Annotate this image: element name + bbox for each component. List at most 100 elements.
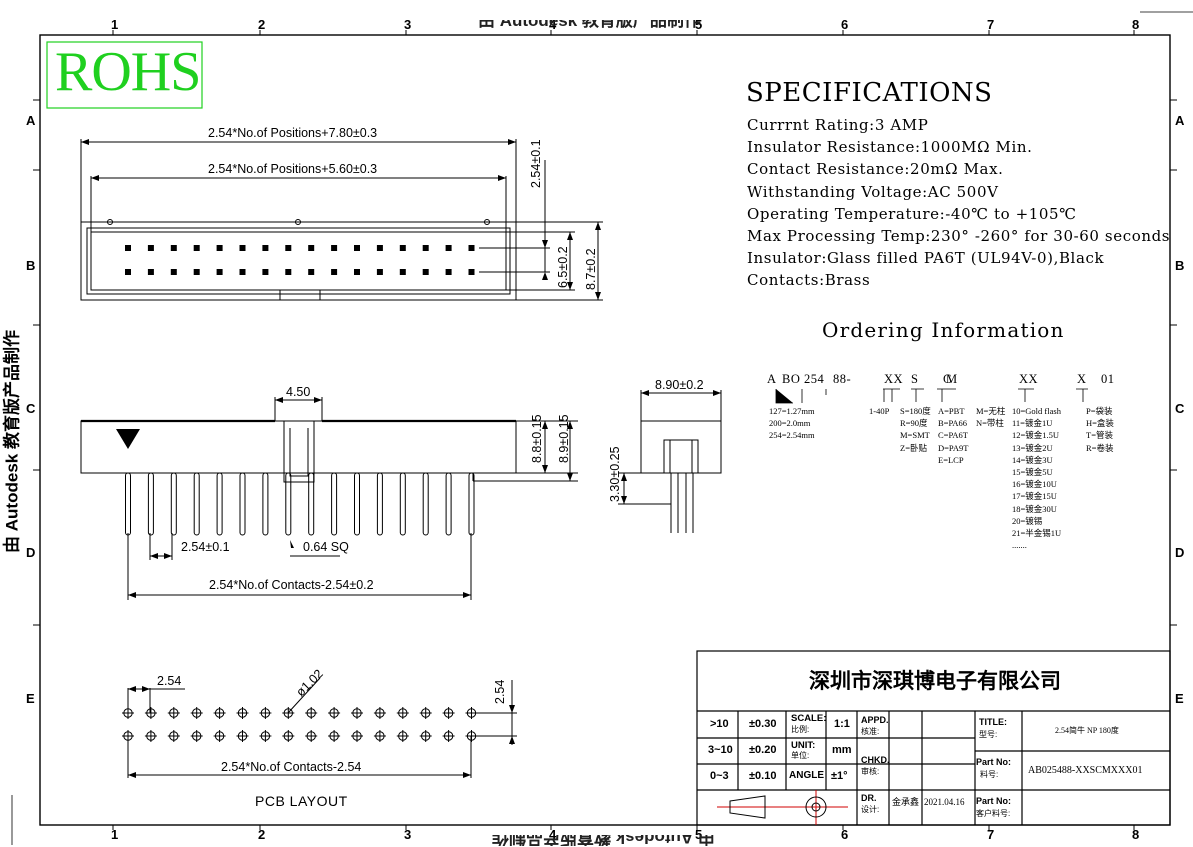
order-option: 11=镀金1U [1012,419,1052,428]
border-column-label: 3 [404,18,411,31]
tol-value-2: ±0.20 [749,745,776,756]
order-option: S=180度 [900,407,931,416]
cust-partno-cn: 客户料号: [976,810,1010,818]
partno-label: Part No: [976,758,1011,767]
pcb-hole-crosshair [282,730,294,742]
top-view-pins [125,245,475,275]
border-row-label: B [1175,259,1184,272]
order-option: H=盒装 [1086,419,1114,428]
contact-pin [285,269,291,275]
dim-side-height: 3.30±0.25 [609,446,622,502]
dim-pin-pitch: 2.54±0.1 [181,541,230,554]
contact-pin [377,269,383,275]
dim-height-2-text: 8.9±0.15 [557,414,571,463]
pcb-hole-crosshair [397,730,409,742]
order-option: 127=1.27mm [769,407,815,416]
contact-pin [308,245,314,251]
contact-pin [400,269,406,275]
pcb-row-pitch: 2.54 [494,680,507,704]
contact-pin [194,269,200,275]
contact-pin [400,473,405,535]
order-code-part: 01 [1101,373,1115,386]
partno-value: AB025488-XXSCMXXX01 [1028,766,1142,776]
contact-pin [354,245,360,251]
pcb-pitch: 2.54 [157,675,181,688]
order-option: Z=卧贴 [900,444,927,453]
order-option: 14=镀金3U [1012,456,1053,465]
pcb-hole-crosshair [305,707,317,719]
spec-line: Contacts:Brass [747,273,870,288]
border-row-label: D [1175,546,1184,559]
pcb-hole-crosshair [305,730,317,742]
order-option: R=卷装 [1086,444,1113,453]
pcb-hole-crosshair [397,707,409,719]
contact-pin [446,473,451,535]
front-view-arrows [128,397,573,598]
contact-pin [469,245,475,251]
order-option: C=PA6T [938,431,968,440]
pcb-layout-title: PCB LAYOUT [255,794,348,808]
pcb-hole-crosshair [237,730,249,742]
pcb-hole-crosshair [351,730,363,742]
pcb-hole-crosshair [168,730,180,742]
scale-cn: 比例: [791,726,809,734]
dim-height-1: 8.8±0.15 [531,414,544,463]
contact-pin [263,473,268,535]
dim-pin-square: 0.64 SQ [303,541,349,554]
contact-pin [126,473,131,535]
order-option: 13=镀金2U [1012,444,1053,453]
contact-pin [194,473,199,535]
border-row-label: E [1175,692,1184,705]
appd-cn: 核准: [861,728,879,736]
contact-pin [262,245,268,251]
order-option: B=PA66 [938,419,967,428]
contact-pin [240,269,246,275]
ordering-underlines [776,389,1088,403]
pcb-hole-crosshair [191,730,203,742]
partno-cn: 料号: [980,771,998,779]
side-view [618,390,721,533]
spec-line: Insulator:Glass filled PA6T (UL94V-0),Bl… [747,251,1104,266]
contact-pin [400,245,406,251]
dim-row-pitch: 2.54±0.1 [530,139,543,188]
border-row-label: C [1175,402,1184,415]
order-option: 12=镀金1.5U [1012,431,1059,440]
border-row-label: E [26,692,35,705]
contact-pin [171,269,177,275]
contact-pin [125,269,131,275]
border-column-label: 2 [258,18,265,31]
chkd-cn: 审核: [861,768,879,776]
contact-pin [423,269,429,275]
company-name: 深圳市深琪博电子有限公司 [809,671,1061,692]
order-option: 20=镀锡 [1012,517,1042,526]
order-option: M=SMT [900,431,930,440]
watermark-left: 由 Autodesk 教育版产品制作 [4,322,21,562]
contact-pin [354,269,360,275]
tol-value-3: ±0.10 [749,771,776,782]
dim-outer-width-text: 8.7±0.2 [584,248,598,290]
pcb-hole-crosshair [443,730,455,742]
contact-pin [469,473,474,535]
border-row-label: A [26,114,35,127]
contact-pin [423,245,429,251]
border-column-label: 7 [987,18,994,31]
unit-cn: 单位: [791,752,809,760]
contact-pin [148,473,153,535]
contact-pin [148,245,154,251]
dim-contacts-length: 2.54*No.of Contacts-2.54±0.2 [209,579,374,592]
order-code-part: 88- [833,373,851,386]
contact-pin [240,473,245,535]
border-column-label: 6 [841,828,848,841]
dim-height-2: 8.9±0.15 [558,414,571,463]
spec-line: Operating Temperature:-40℃ to +105℃ [747,207,1077,222]
contact-pin [446,269,452,275]
contact-pin [171,473,176,535]
dim-side-height-text: 3.30±0.25 [608,446,622,502]
tol-value-1: ±0.30 [749,719,776,730]
contact-pin [217,269,223,275]
pcb-holes [122,707,478,742]
contact-pin [423,473,428,535]
pcb-hole-crosshair [374,730,386,742]
spec-line: Currrnt Rating:3 AMP [747,118,928,133]
contact-pin [308,269,314,275]
